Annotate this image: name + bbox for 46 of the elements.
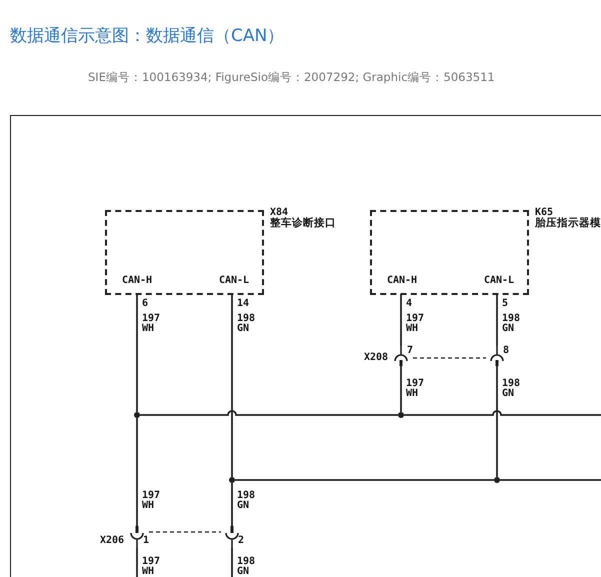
- pin-number: 1: [143, 536, 150, 546]
- splice-dot: [494, 477, 500, 483]
- wire: [231, 483, 233, 526]
- wire-label: 197 WH: [142, 491, 160, 511]
- wire: [496, 366, 498, 477]
- pin-number: 4: [406, 299, 412, 309]
- connector-id: X208: [364, 353, 388, 363]
- wire: [400, 366, 402, 412]
- wire: [496, 294, 498, 346]
- figure-ids: SIE编号：100163934; FigureSio编号：2007292; Graphic编号：5063511: [88, 70, 495, 85]
- wire-label: 198 GN: [502, 314, 520, 334]
- pin-number: 8: [503, 346, 510, 356]
- pin-number: 7: [407, 346, 414, 356]
- wire: [235, 479, 494, 481]
- wire: [400, 294, 402, 346]
- splice-dot: [134, 412, 140, 418]
- module-name: 整车诊断接口: [270, 218, 336, 228]
- wire: [136, 294, 138, 412]
- pin-number: 14: [237, 299, 250, 309]
- connector-id: X84: [270, 208, 288, 218]
- wire-label: 198 GN: [237, 314, 256, 334]
- wire: [500, 479, 601, 481]
- wire: [136, 548, 138, 577]
- connector-housing-line: [149, 531, 221, 533]
- connector-housing-line: [413, 357, 486, 359]
- wire: [231, 294, 233, 477]
- wire-label: 197 WH: [406, 379, 424, 399]
- diagram-title: 数据通信示意图：数据通信（CAN）: [10, 25, 284, 47]
- splice-dot: [398, 412, 404, 418]
- module-name: 胎压指示器模: [535, 218, 601, 228]
- pin-number: 5: [502, 299, 508, 309]
- wire: [404, 410, 601, 416]
- wire-label: 197 WH: [142, 314, 160, 334]
- wire-label: 197 WH: [406, 314, 424, 334]
- pin-number: 2: [238, 536, 244, 546]
- wire: [136, 418, 138, 526]
- pin-number: 6: [142, 299, 148, 309]
- wire: [140, 410, 398, 416]
- splice-dot: [229, 477, 235, 483]
- connector-id: X206: [100, 536, 124, 546]
- wire-label: 198 GN: [237, 557, 256, 577]
- wire-label: 198 GN: [237, 491, 256, 511]
- wire: [231, 548, 233, 577]
- wire-label: 197 WH: [142, 557, 160, 577]
- connector-id: K65: [535, 208, 554, 218]
- wire-label: 198 GN: [502, 379, 520, 399]
